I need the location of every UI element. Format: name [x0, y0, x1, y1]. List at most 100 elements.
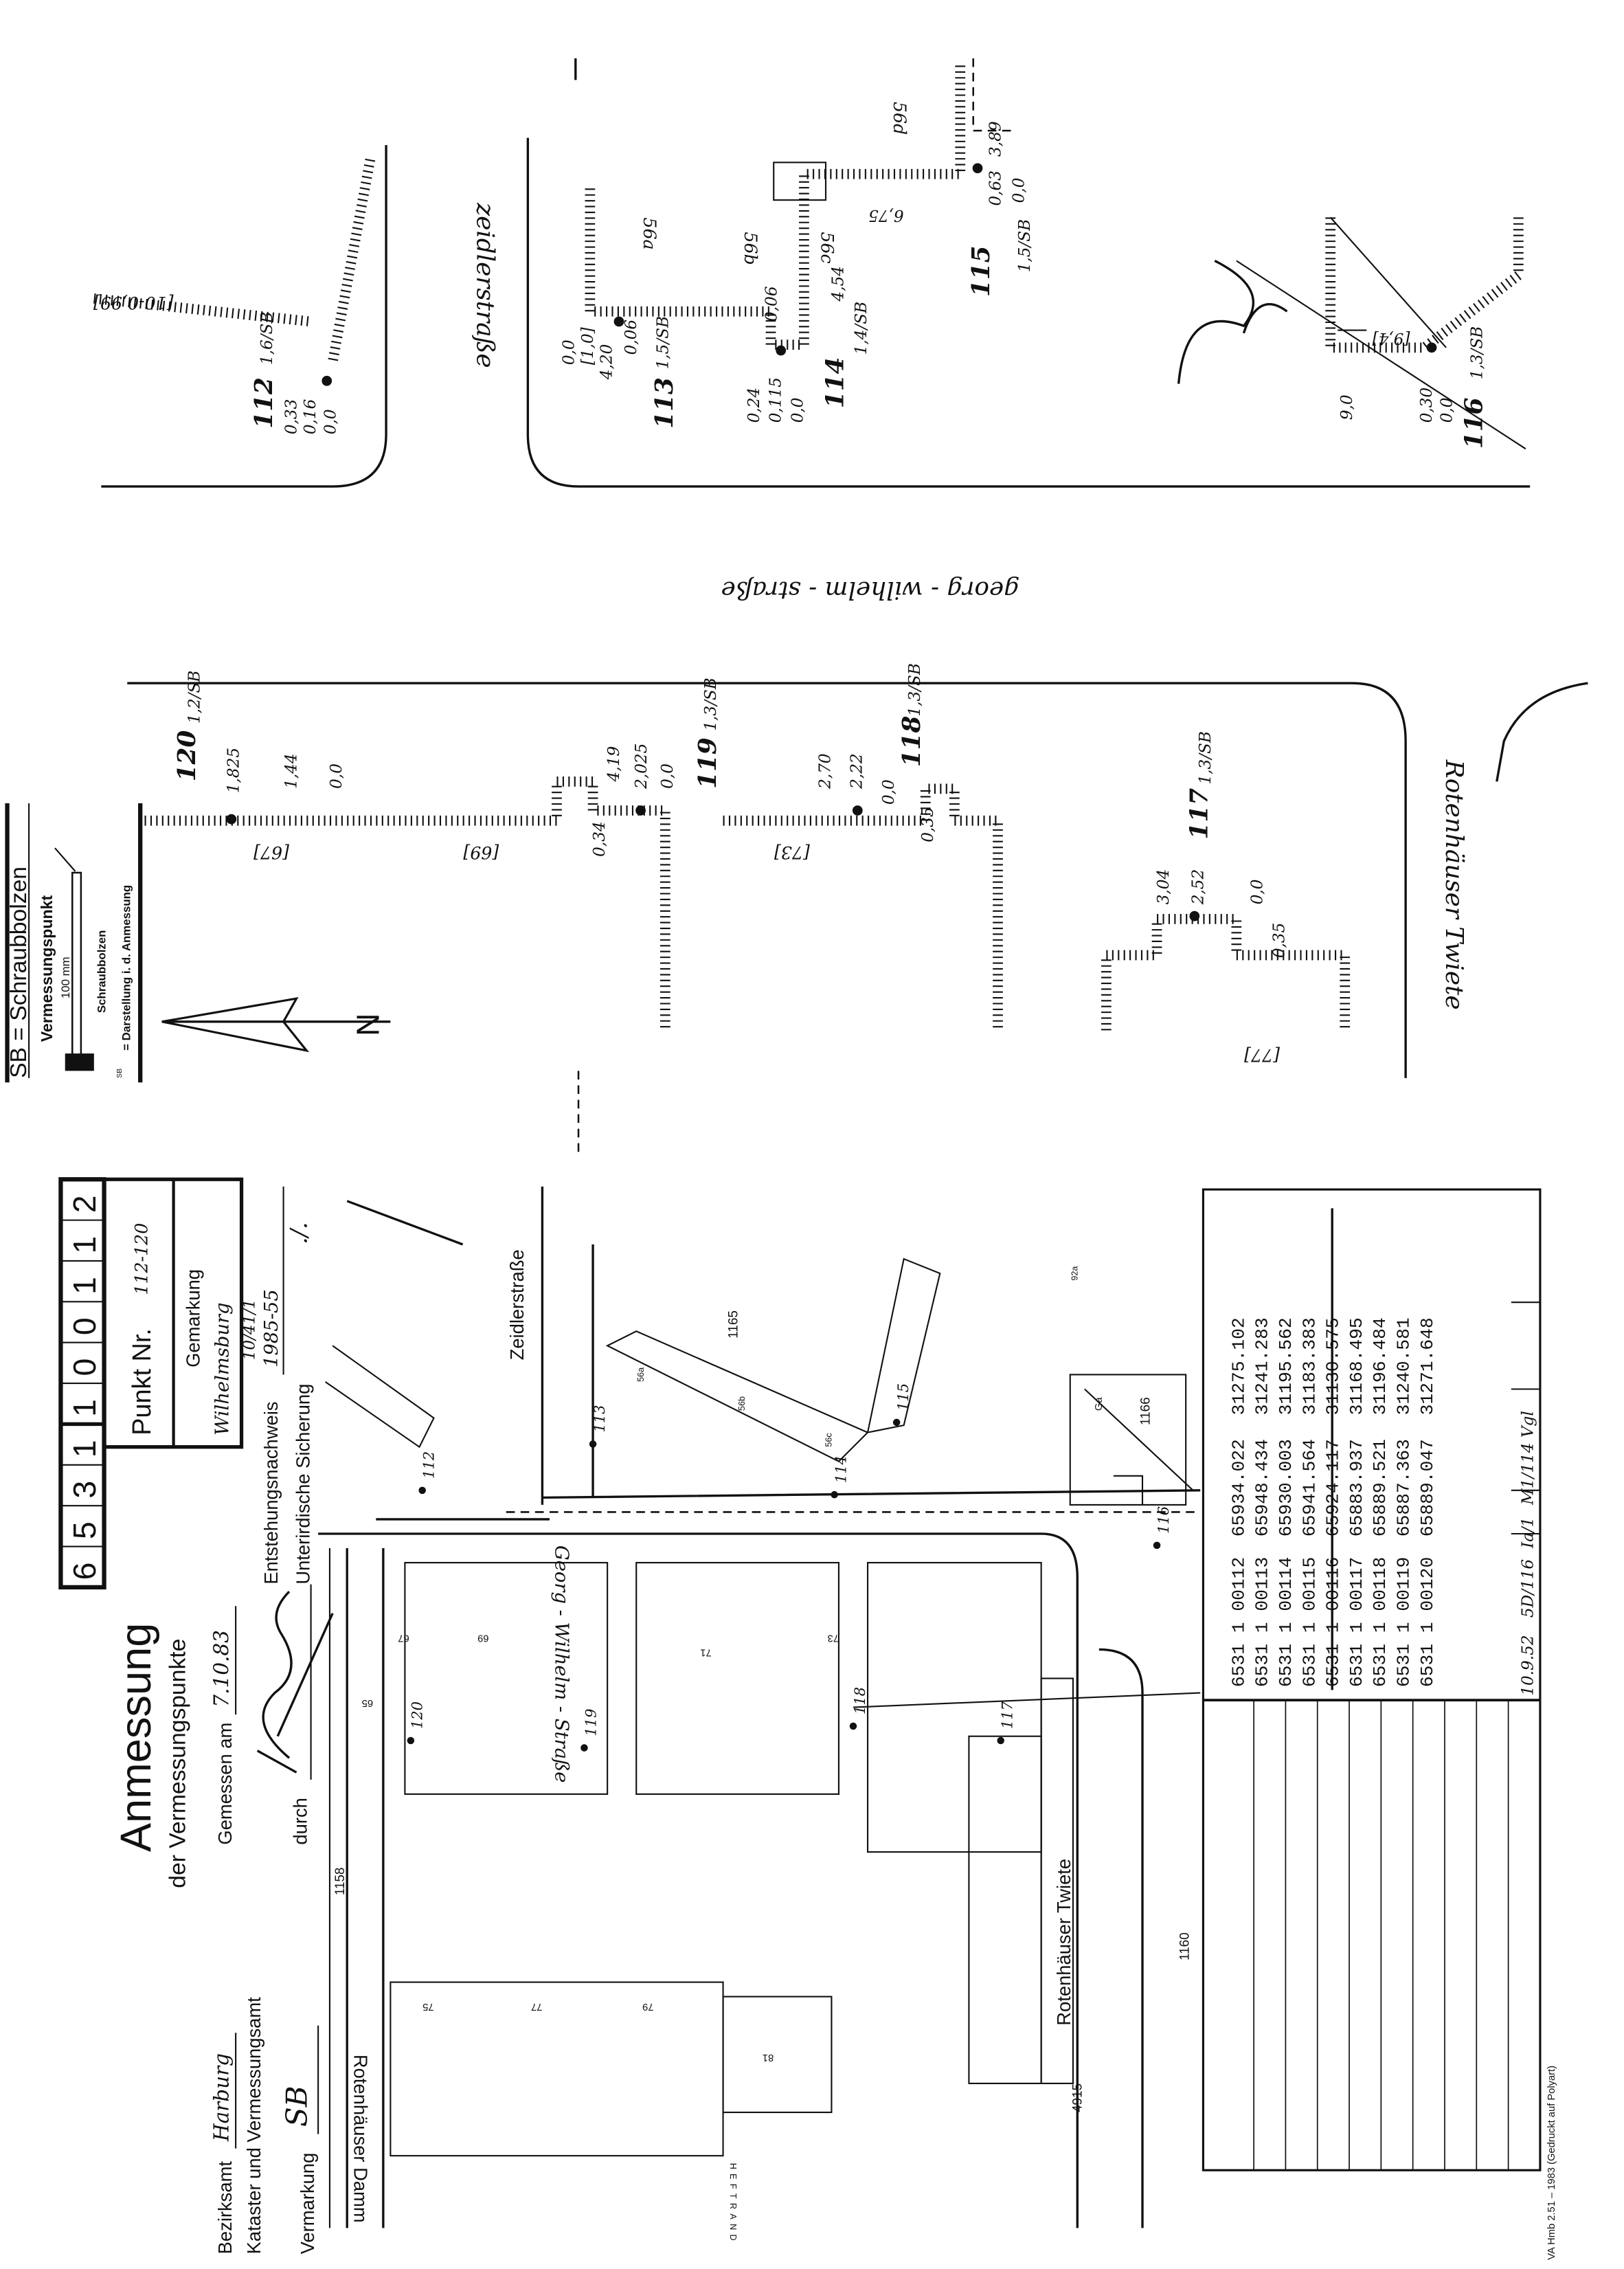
- svg-text:0,33: 0,33: [283, 399, 301, 435]
- number-digit: 0: [67, 1359, 102, 1376]
- punkt-label: Punkt Nr.: [128, 1328, 157, 1435]
- gemarkung-value: Wilhelmsburg: [212, 1302, 234, 1435]
- point-id-cell: 6531 1 00113: [1252, 1557, 1273, 1687]
- svg-text:1165: 1165: [727, 1310, 741, 1339]
- map-street-georg: Georg - Wilhelm - Straße: [550, 1545, 572, 1783]
- svg-text:4915: 4915: [1071, 2083, 1085, 2112]
- y-coordinate-cell: 65887.363: [1394, 1439, 1414, 1536]
- svg-text:0,0: 0,0: [789, 397, 807, 423]
- y-coordinate-cell: 65889.521: [1370, 1439, 1390, 1536]
- number-digit: 2: [67, 1195, 102, 1213]
- svg-text:79: 79: [642, 2001, 653, 2012]
- svg-text:1,4/SB: 1,4/SB: [853, 302, 870, 355]
- svg-text:[77]: [77]: [1244, 1045, 1280, 1065]
- number-digit: 1: [67, 1277, 102, 1295]
- svg-text:2,025: 2,025: [633, 744, 651, 790]
- gemessen-value: 7.10.83: [210, 1630, 234, 1707]
- svg-text:4,20: 4,20: [598, 344, 616, 381]
- svg-text:Ga: Ga: [1094, 1397, 1105, 1411]
- svg-text:118: 118: [897, 716, 926, 768]
- map-street-zeidler: Zeidlerstraße: [506, 1249, 528, 1360]
- svg-text:1,3/SB: 1,3/SB: [906, 663, 924, 716]
- table-note: M1/114 Vgl: [1519, 1411, 1537, 1506]
- vermarkung-value: SB: [280, 2086, 313, 2127]
- svg-text:2,52: 2,52: [1189, 869, 1207, 906]
- svg-text:0,115: 0,115: [767, 377, 785, 423]
- svg-text:0,06: 0,06: [622, 320, 640, 355]
- svg-text:56c: 56c: [817, 232, 837, 263]
- svg-text:[69]: [69]: [463, 842, 499, 862]
- svg-text:0,35: 0,35: [1270, 923, 1288, 959]
- x-coordinate-cell: 31271.648: [1417, 1317, 1438, 1415]
- document-subtitle: der Vermessungspunkte: [165, 1639, 190, 1888]
- north-label: N: [350, 1013, 386, 1036]
- x-coordinate-cell: 31196.484: [1370, 1317, 1390, 1415]
- map-point-marker: [997, 1736, 1004, 1745]
- svg-text:3,04: 3,04: [1155, 869, 1173, 905]
- map-point-label: 120: [409, 1701, 426, 1729]
- svg-text:[73]: [73]: [774, 842, 810, 862]
- legend-symbol-abbr: SB: [115, 1069, 124, 1078]
- point-119: 119 1,3/SB 4,19 2,025 0,0 0,34: [591, 678, 722, 857]
- svg-text:1,44: 1,44: [283, 753, 301, 789]
- svg-text:69: 69: [477, 1632, 488, 1643]
- table-note: 10.9.52: [1519, 1635, 1537, 1695]
- document-title: Anmessung: [112, 1623, 160, 1852]
- svg-text:113: 113: [650, 377, 679, 429]
- point-id-cell: 6531 1 00119: [1394, 1557, 1414, 1687]
- svg-text:75: 75: [422, 2001, 433, 2012]
- legend-box: SB = Schraubbolzen Vermessungspunkt 100 …: [5, 803, 143, 1083]
- map-point-label: 119: [582, 1709, 599, 1736]
- svg-text:2,70: 2,70: [816, 753, 834, 790]
- legend-bolt-label: Schraubbolzen: [95, 930, 109, 1014]
- point-112: 112 1,6/SB 0,33 0,16 0,0 [10-0,99]: [93, 293, 340, 434]
- svg-text:1,5/SB: 1,5/SB: [655, 316, 673, 369]
- svg-text:0,63: 0,63: [987, 170, 1005, 206]
- svg-text:1,3/SB: 1,3/SB: [702, 678, 720, 730]
- map-point-label: 114: [832, 1455, 849, 1483]
- x-coordinate-cell: 31275.102: [1228, 1317, 1249, 1415]
- svg-text:1,6/SB: 1,6/SB: [258, 312, 276, 365]
- legend-title: SB = Schraubbolzen: [6, 867, 32, 1078]
- svg-text:6,75: 6,75: [868, 206, 904, 224]
- map-point-marker: [589, 1440, 597, 1448]
- x-coordinate-cell: 31241.283: [1252, 1317, 1273, 1415]
- svg-text:0,30: 0,30: [1418, 388, 1436, 423]
- svg-text:56d: 56d: [890, 102, 910, 135]
- x-coordinate-cell: 31183.383: [1299, 1317, 1320, 1415]
- map-point-marker: [407, 1736, 415, 1745]
- svg-text:4,19: 4,19: [605, 746, 623, 783]
- svg-text:67: 67: [398, 1632, 409, 1643]
- y-coordinate-cell: 65948.434: [1252, 1439, 1273, 1536]
- y-coordinate-cell: 65934.022: [1228, 1439, 1249, 1536]
- point-id-cell: 6531 1 00115: [1299, 1557, 1320, 1687]
- table-row: 6531 1 00119 65887.363 31240.581: [1394, 1317, 1414, 1687]
- map-street-damm: Rotenhäuser Damm: [350, 2055, 372, 2223]
- bezirksamt-value: Harburg: [210, 2053, 234, 2142]
- x-coordinate-cell: 31240.581: [1394, 1317, 1414, 1415]
- north-arrow-icon: N: [161, 997, 391, 1053]
- svg-text:0,0: 0,0: [1249, 879, 1267, 904]
- svg-text:117: 117: [1185, 788, 1214, 840]
- legend-length: 100 mm: [59, 957, 72, 998]
- street-label-twiete: Rotenhäuser Twiete: [1440, 759, 1468, 1010]
- svg-text:81: 81: [763, 2052, 774, 2063]
- point-115: 115 1,5/SB 3,89 0,63 0,0 6,75: [868, 121, 1034, 297]
- number-digit: 1: [67, 1236, 102, 1254]
- number-digit: 5: [67, 1521, 102, 1539]
- svg-text:9,0: 9,0: [1338, 394, 1356, 420]
- map-point-marker: [418, 1486, 426, 1495]
- table-row: 6531 1 0011665924.11731130.575: [1323, 1208, 1344, 1690]
- sicherung-label: Unterirdische Sicherung: [292, 1384, 313, 1585]
- durch-label: durch: [289, 1798, 311, 1844]
- sketch-top: zeidlerstraße georg - wilhelm - straße R…: [93, 58, 1531, 1010]
- svg-text:56b: 56b: [737, 1396, 747, 1411]
- svg-text:56a: 56a: [636, 1367, 646, 1382]
- svg-text:112: 112: [249, 377, 278, 429]
- svg-text:0,16: 0,16: [302, 399, 319, 435]
